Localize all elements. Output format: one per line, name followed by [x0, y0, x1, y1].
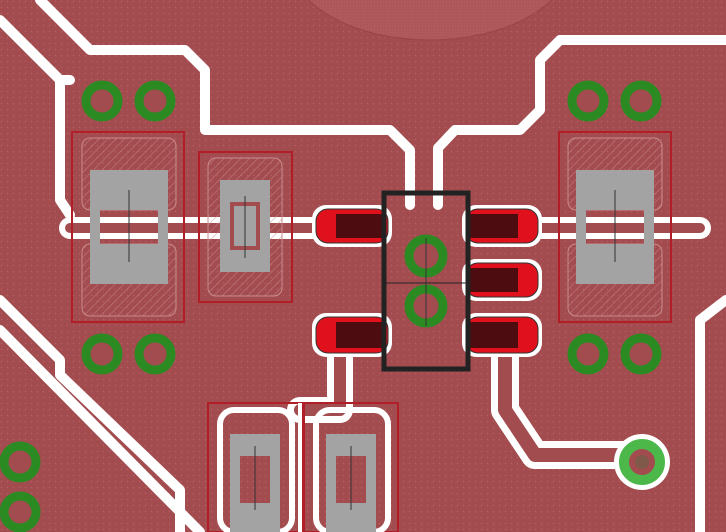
via — [81, 80, 123, 122]
testpoint — [614, 434, 670, 490]
left-small-capacitor — [198, 151, 293, 303]
ic-pads — [312, 205, 542, 357]
via — [134, 80, 176, 122]
vias — [0, 80, 662, 532]
left-resistor — [71, 131, 185, 323]
via — [620, 80, 662, 122]
via — [620, 333, 662, 375]
right-resistor — [558, 131, 672, 323]
via — [567, 80, 609, 122]
via — [567, 333, 609, 375]
via — [0, 491, 41, 532]
via — [134, 333, 176, 375]
bottom-capacitors — [207, 402, 399, 532]
top-dome-pad — [308, 0, 552, 41]
via — [0, 441, 41, 483]
via — [81, 333, 123, 375]
